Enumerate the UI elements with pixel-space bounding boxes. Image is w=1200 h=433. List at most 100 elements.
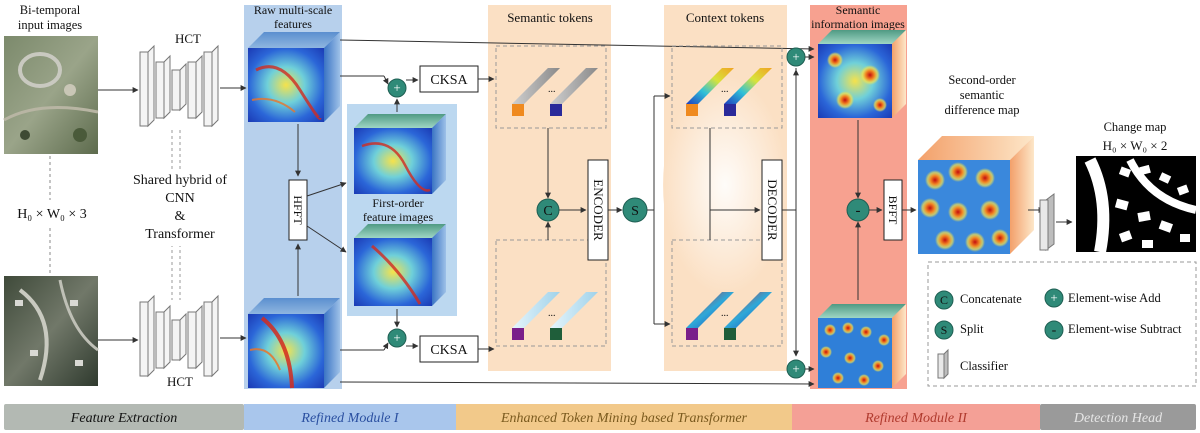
hfft-block [288, 179, 308, 241]
input-image-bottom [4, 276, 99, 386]
hfft-label: HFFT [291, 195, 305, 225]
semantic-tokens-top-box [495, 45, 607, 129]
stage-refined-module-1-label: Refined Module I [300, 411, 400, 426]
stage-token-transformer [456, 404, 792, 430]
context-top-ellipsis: ... [721, 84, 729, 95]
context-token-bars-top [686, 68, 772, 116]
legend-split-icon [934, 320, 954, 340]
second-order-line1: Second-order [948, 73, 1016, 87]
subtract-symbol: - [856, 203, 861, 219]
shared-label-line2: CNN [165, 191, 195, 206]
raw-features-line1: Raw multi-scale [254, 3, 332, 17]
second-order-line3: difference map [944, 103, 1019, 117]
shared-label-line1: Shared hybrid of [133, 173, 227, 188]
legend-subtract-label: Element-wise Subtract [1068, 322, 1182, 336]
first-order-cube-bottom [354, 224, 446, 306]
change-map-size: H₀ × W₀ × 2 [1103, 138, 1168, 153]
legend-box [927, 261, 1197, 387]
add-symbol-top-module2: + [792, 49, 799, 64]
legend-concat-icon [934, 290, 954, 310]
legend-add-symbol: + [1050, 290, 1057, 305]
split-symbol: S [631, 204, 639, 219]
first-order-line1: First-order [372, 196, 423, 210]
cksa-top-label: CKSA [430, 73, 468, 88]
cksa-top-block [419, 65, 479, 93]
legend-concat-label: Concatenate [960, 292, 1022, 306]
context-token-bars-bottom [686, 292, 772, 340]
semantic-token-bars-bottom [512, 292, 598, 340]
add-node-top-module1 [387, 78, 407, 98]
add-symbol-top-module1: + [393, 80, 400, 95]
semantic-tokens-title: Semantic tokens [507, 10, 593, 25]
stage-refined-module-2 [792, 404, 1040, 430]
legend-add-label: Element-wise Add [1068, 291, 1161, 305]
semantic-bottom-ellipsis: ... [548, 308, 556, 319]
bfft-label: BFFT [886, 196, 900, 225]
raw-feature-cube-bottom [248, 298, 340, 389]
context-bottom-ellipsis: ... [721, 308, 729, 319]
stage-token-transformer-label: Enhanced Token Mining based Transformer [500, 411, 748, 426]
input-image-top [3, 36, 99, 154]
legend-add-icon [1044, 288, 1064, 308]
stage-feature-extraction-label: Feature Extraction [70, 411, 177, 426]
semantic-info-cube-top [818, 30, 906, 118]
legend-classifier-icon [937, 348, 949, 380]
second-order-line2: semantic [960, 88, 1005, 102]
second-order-cube [918, 136, 1034, 254]
context-tokens-title: Context tokens [686, 10, 764, 25]
add-symbol-bottom-module1: + [393, 330, 400, 345]
shared-label-line4: Transformer [145, 227, 215, 242]
classifier-block [1039, 193, 1055, 251]
legend-classifier-label: Classifier [960, 359, 1009, 373]
change-map-image [1076, 156, 1197, 254]
stage-refined-module-2-label: Refined Module II [864, 411, 968, 426]
encoder-label: ENCODER [591, 179, 606, 241]
hct-top-network [139, 44, 219, 128]
stage-detection-head-label: Detection Head [1073, 411, 1163, 426]
semantic-info-line1: Semantic [836, 3, 881, 17]
legend-concat-symbol: C [940, 293, 948, 307]
add-symbol-bottom-module2: + [792, 361, 799, 376]
hct-bottom-label: HCT [167, 374, 193, 389]
legend-subtract-icon [1044, 320, 1064, 340]
hct-bottom-network [139, 294, 219, 378]
raw-feature-cube-top [248, 32, 340, 122]
stage-feature-extraction [4, 404, 244, 430]
semantic-info-line2: information images [811, 17, 905, 31]
change-map-title: Change map [1104, 120, 1167, 134]
semantic-token-bars-top [512, 68, 598, 116]
input-title-line2: input images [18, 18, 82, 32]
semantic-info-cube-bottom [818, 304, 906, 388]
hct-top-label: HCT [175, 31, 201, 46]
semantic-top-ellipsis: ... [548, 84, 556, 95]
shared-label-line3: & [175, 209, 186, 224]
raw-features-line2: features [274, 17, 312, 31]
first-order-cube-top [354, 114, 446, 194]
legend-subtract-symbol: - [1052, 323, 1057, 338]
stage-refined-module-1 [244, 404, 456, 430]
arrow-bypass-top [339, 39, 815, 52]
legend-split-label: Split [960, 322, 984, 336]
input-size-label: H₀ × W₀ × 3 [17, 207, 87, 222]
arrow-into-add-top [382, 75, 389, 85]
arrow-hfft-to-first-top [306, 181, 347, 197]
decoder-label: DECODER [765, 179, 780, 241]
first-order-line2: feature images [363, 210, 434, 224]
input-title-line1: Bi-temporal [20, 3, 81, 17]
add-node-bottom-module1 [387, 328, 407, 348]
arrow-hfft-to-first-bottom [306, 225, 347, 253]
arrow-bypass-bottom [339, 380, 815, 387]
concat-symbol: C [543, 204, 552, 219]
semantic-tokens-bottom-box [495, 239, 607, 347]
arrow-into-add-bottom [382, 342, 389, 351]
cksa-bottom-block [419, 335, 479, 363]
context-tokens-bottom-box [671, 239, 783, 347]
cksa-bottom-label: CKSA [430, 343, 468, 358]
context-tokens-top-box [671, 45, 783, 129]
stage-detection-head [1040, 404, 1196, 430]
legend-split-symbol: S [941, 323, 948, 337]
shared-label-bg [128, 172, 236, 246]
stage-bar: Feature Extraction Refined Module I Enha… [4, 404, 1196, 430]
